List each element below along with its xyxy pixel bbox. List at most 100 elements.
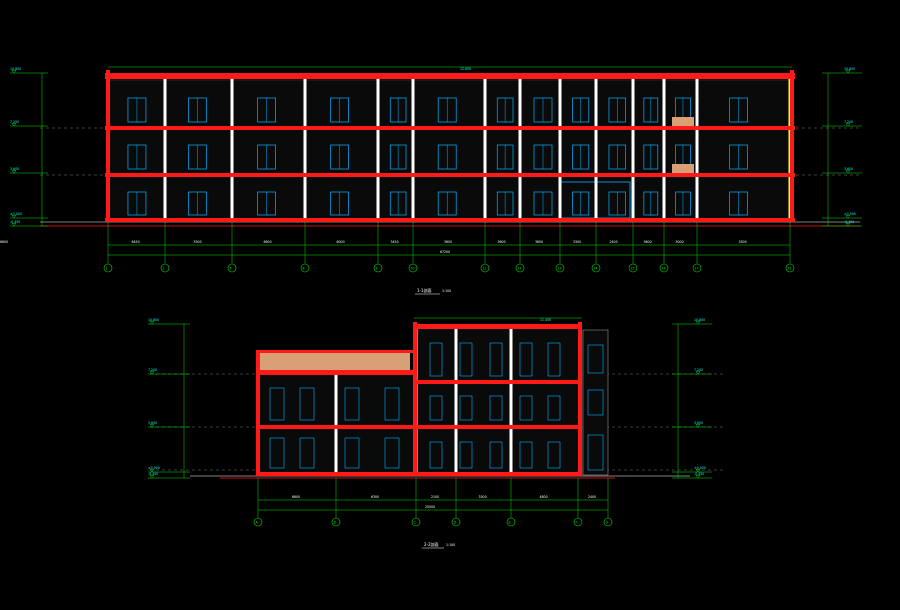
axis-bubble — [603, 517, 613, 527]
dimension-value: 2400 — [588, 495, 596, 499]
dimension-value: 3600 — [644, 240, 652, 244]
level-value: 7.200 — [694, 368, 703, 372]
level-value: 7.200 — [148, 368, 157, 372]
window — [384, 387, 400, 421]
roof-elevation-label: 12.600 — [460, 67, 471, 71]
parapet-left — [106, 70, 110, 221]
axis-bubble — [506, 517, 516, 527]
dimension-value: 3300 — [573, 240, 581, 244]
level-triangle — [845, 223, 851, 227]
axis-bubble — [692, 263, 702, 273]
window — [384, 437, 400, 469]
column — [518, 79, 522, 219]
axis-label: 15 — [631, 267, 635, 271]
building-backdrop — [415, 324, 583, 476]
level-triangle — [149, 469, 155, 473]
level-value: 3.600 — [10, 167, 19, 171]
window — [299, 437, 315, 469]
level-value: 10.800 — [694, 318, 705, 322]
window — [459, 342, 473, 377]
level-value: 3.600 — [694, 421, 703, 425]
axis-label: D — [454, 521, 457, 525]
axis-label: E — [509, 521, 511, 525]
axis-label: B — [334, 521, 336, 525]
parapet-low — [256, 350, 414, 353]
axis-bubble — [659, 263, 669, 273]
window — [429, 342, 443, 377]
level-triangle — [149, 371, 155, 375]
level-triangle — [845, 215, 851, 219]
column — [454, 329, 458, 472]
column — [695, 79, 699, 219]
column — [631, 79, 635, 219]
window — [429, 395, 443, 421]
column — [509, 329, 513, 472]
axis-bubble — [785, 263, 795, 273]
column — [411, 79, 415, 219]
axis-bubble — [253, 517, 263, 527]
low-roof-fill — [260, 353, 410, 370]
floor-slabs — [256, 322, 582, 476]
axis-label: C — [414, 521, 417, 525]
level-triangle — [695, 469, 701, 473]
axis-bubble — [591, 263, 601, 273]
window — [519, 342, 533, 377]
column — [594, 79, 598, 219]
axis-label: 2 — [163, 267, 165, 271]
parapet-right — [790, 70, 794, 221]
window — [547, 395, 561, 421]
level-triangle — [845, 70, 851, 74]
dimension-value: 2100 — [431, 495, 439, 499]
level-value: 7.200 — [844, 120, 853, 124]
level-triangle — [695, 371, 701, 375]
stair-windows — [587, 344, 604, 471]
stair-landing-fill — [672, 164, 694, 173]
column — [376, 79, 380, 219]
window — [547, 342, 561, 377]
axis-label: 8 — [303, 267, 305, 271]
level-value: -0.450 — [148, 472, 158, 476]
window — [459, 395, 473, 421]
level-triangle — [149, 321, 155, 325]
level-value: -0.450 — [694, 472, 704, 476]
total-dimension-value: 67200 — [440, 250, 450, 254]
column — [163, 79, 167, 219]
window — [269, 387, 285, 421]
axis-label: 13 — [558, 267, 562, 271]
stair-tower — [582, 329, 609, 476]
dimension-value: 6600 — [292, 495, 300, 499]
window — [344, 437, 360, 469]
window — [519, 441, 533, 469]
window — [299, 387, 315, 421]
level-triangle — [11, 70, 17, 74]
axis-bubble — [480, 263, 490, 273]
section-2-scale: 1:100 — [446, 543, 455, 547]
section-2-title: 2-2剖面 — [424, 541, 439, 547]
axis-label: 17 — [695, 267, 699, 271]
floor-slabs — [105, 73, 795, 222]
window — [269, 437, 285, 469]
level-value: 3.600 — [148, 421, 157, 425]
section-1-scale: 1:100 — [442, 289, 451, 293]
dimension-value: 4800 — [540, 495, 548, 499]
ground-slab — [105, 218, 795, 222]
axis-label: 21 — [788, 267, 792, 271]
axis-bubble — [408, 263, 418, 273]
level-value: ±0.000 — [844, 212, 856, 216]
column — [230, 79, 234, 219]
level-triangle — [11, 123, 17, 127]
level-value: 7.200 — [10, 120, 19, 124]
window — [489, 395, 503, 421]
axis-label: A — [256, 521, 259, 525]
floor-slab-2 — [105, 173, 795, 177]
low-roof-slab — [258, 370, 416, 375]
axis-bubble — [573, 517, 583, 527]
axis-label: 10 — [411, 267, 415, 271]
axis-bubble — [300, 263, 310, 273]
section-1-title: 1-1剖面 — [417, 287, 432, 293]
level-value: 10.800 — [148, 318, 159, 322]
